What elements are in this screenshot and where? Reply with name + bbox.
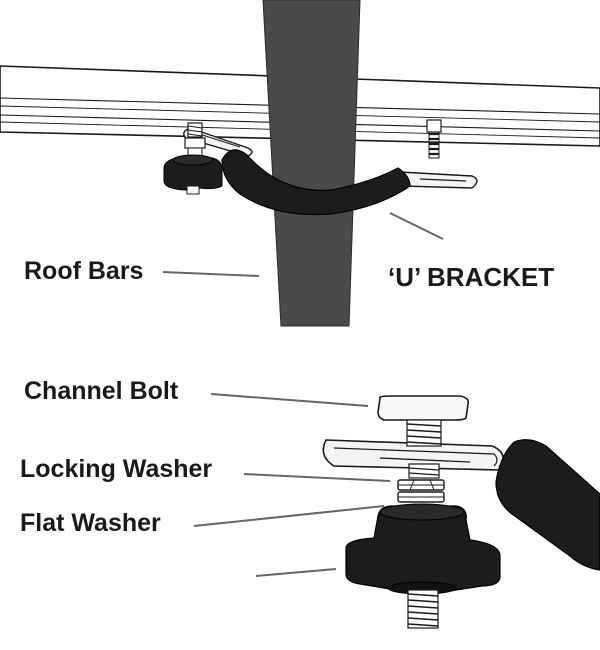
leader-knob	[255, 568, 337, 577]
channel-bolt-head	[377, 395, 470, 421]
u-bracket-strap	[221, 149, 411, 216]
u-bracket-plate-right	[399, 171, 478, 189]
channel-bolt-right	[426, 119, 442, 159]
leader-channel-bolt	[210, 393, 369, 407]
u-bracket-strap-end	[495, 439, 600, 571]
leader-locking-washer	[243, 473, 391, 482]
pole	[262, 0, 361, 327]
leader-lines	[162, 212, 444, 577]
channel-bolt-thread	[406, 419, 442, 479]
knob-left	[163, 147, 223, 195]
label-u-bracket: ‘U’ BRACKET	[388, 262, 555, 292]
leader-u-bracket	[389, 212, 444, 240]
knob	[345, 503, 501, 595]
knob-thread	[407, 589, 439, 629]
label-roof-bars: Roof Bars	[24, 257, 144, 285]
channel-bolt-left	[184, 122, 206, 149]
leader-flat-washer	[193, 505, 385, 527]
leader-roof-bars	[162, 271, 260, 277]
flat-washer	[397, 491, 445, 503]
locking-washer	[397, 479, 445, 491]
label-channel-bolt: Channel Bolt	[24, 377, 179, 405]
label-flat-washer: Flat Washer	[20, 509, 161, 537]
label-locking-washer: Locking Washer	[20, 455, 213, 483]
